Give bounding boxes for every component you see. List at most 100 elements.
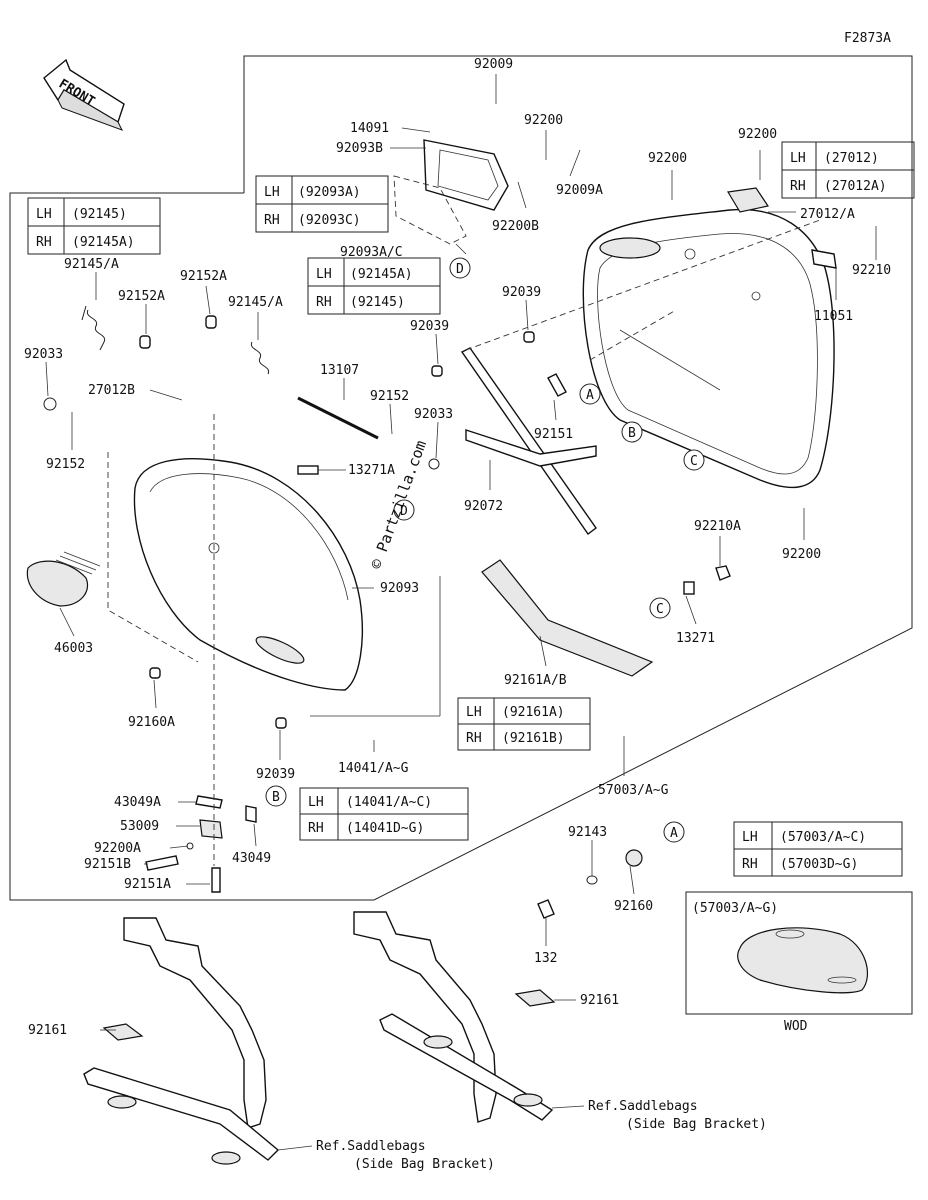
- label-92200A: 92200A: [94, 841, 141, 856]
- svg-text:D: D: [456, 262, 464, 277]
- label-92200-b: 92200: [648, 151, 687, 166]
- inset-caption: WOD: [784, 1019, 808, 1034]
- leader-lines: [45, 74, 877, 1151]
- label-13107: 13107: [320, 363, 359, 378]
- callout-B1: B: [621, 421, 643, 443]
- label-92161-2: 92161: [580, 993, 619, 1008]
- label-92152-2: 92152: [46, 457, 85, 472]
- label-92160A: 92160A: [128, 715, 175, 730]
- label-92200-d: 92200: [782, 547, 821, 562]
- figure-code: F2873A: [844, 31, 891, 46]
- label-27012A: 27012/A: [800, 207, 855, 222]
- label-92210A: 92210A: [694, 519, 741, 534]
- pad-92161AB: [481, 559, 654, 677]
- plate-43049A: [195, 795, 223, 809]
- callout-B2: B: [265, 785, 287, 807]
- label-92039-1: 92039: [502, 285, 541, 300]
- svg-text:(14041/A~C): (14041/A~C): [346, 795, 432, 810]
- rod-13107: [297, 396, 379, 440]
- washer-92143: [586, 875, 598, 885]
- callout-A2: A: [663, 821, 685, 843]
- ref2-line1: Ref.Saddlebags: [588, 1099, 698, 1114]
- label-92009: 92009: [474, 57, 513, 72]
- bolt-92151B: [145, 855, 179, 871]
- label-14091: 14091: [350, 121, 389, 136]
- table-92093: LH (92093A) RH (92093C): [255, 175, 389, 233]
- bolt-92039-2: [523, 331, 535, 343]
- spring-92145-mid-icon: [250, 341, 270, 375]
- plate-43049: [245, 805, 257, 823]
- svg-text:(27012): (27012): [824, 151, 879, 166]
- label-92200-c: 92200: [738, 127, 777, 142]
- saddlebag-shell-right: [582, 208, 835, 489]
- label-92160: 92160: [614, 899, 653, 914]
- label-43049: 43049: [232, 851, 271, 866]
- svg-text:LH: LH: [742, 830, 758, 845]
- svg-text:RH: RH: [742, 857, 758, 872]
- label-92152A-1: 92152A: [118, 289, 165, 304]
- label-92143: 92143: [568, 825, 607, 840]
- svg-text:C: C: [690, 454, 698, 469]
- label-14041: 14041/A~G: [338, 761, 409, 776]
- bracket-53009: [199, 819, 223, 839]
- label-92039-2: 92039: [410, 319, 449, 334]
- svg-text:B: B: [628, 426, 636, 441]
- callout-C1: C: [683, 449, 705, 471]
- label-92033-2: 92033: [414, 407, 453, 422]
- lid-hinge-46003: [26, 551, 101, 607]
- gasket-outline: [393, 175, 467, 245]
- label-57003: 57003/A~G: [598, 783, 669, 798]
- label-92161-1: 92161: [28, 1023, 67, 1038]
- label-92093B: 92093B: [336, 141, 383, 156]
- svg-text:LH: LH: [308, 795, 324, 810]
- label-13271A: 13271A: [348, 463, 395, 478]
- assembly-frame: [9, 55, 913, 901]
- side-bag-bracket-right: [353, 911, 556, 1123]
- table-57003: LH (57003/A~C) RH (57003D~G): [733, 821, 903, 877]
- svg-text:(92145): (92145): [350, 295, 405, 310]
- ref1-line2: (Side Bag Bracket): [354, 1157, 495, 1172]
- side-bag-bracket-left: [83, 917, 280, 1165]
- label-53009: 53009: [120, 819, 159, 834]
- bushing-92160A: [149, 667, 161, 679]
- svg-text:(92145A): (92145A): [350, 267, 413, 282]
- svg-text:RH: RH: [264, 213, 280, 228]
- label-92145A-2: 92145/A: [228, 295, 283, 310]
- svg-text:A: A: [586, 388, 594, 403]
- watermark: © Partzilla.com: [367, 438, 430, 571]
- callout-D2: D: [393, 499, 415, 521]
- bolt-92151A: [211, 867, 221, 893]
- label-11051: 11051: [814, 309, 853, 324]
- svg-text:RH: RH: [308, 821, 324, 836]
- bolt-92151: [547, 373, 567, 397]
- table-92161: LH (92161A) RH (92161B): [457, 697, 591, 751]
- label-92072: 92072: [464, 499, 503, 514]
- svg-text:RH: RH: [36, 235, 52, 250]
- svg-text:LH: LH: [790, 151, 806, 166]
- callout-C2: C: [649, 597, 671, 619]
- svg-text:A: A: [670, 826, 678, 841]
- label-92039-3: 92039: [256, 767, 295, 782]
- table-27012: LH (27012) RH (27012A): [781, 141, 915, 199]
- svg-text:(92093C): (92093C): [298, 213, 361, 228]
- label-92009A: 92009A: [556, 183, 603, 198]
- label-92033-1: 92033: [24, 347, 63, 362]
- svg-text:RH: RH: [466, 731, 482, 746]
- label-92151B: 92151B: [84, 857, 131, 872]
- svg-text:RH: RH: [316, 295, 332, 310]
- grommet-92160: [625, 849, 643, 867]
- label-92152-1: 92152: [370, 389, 409, 404]
- svg-text:D: D: [400, 504, 408, 519]
- svg-text:(92145A): (92145A): [72, 235, 135, 250]
- svg-text:(92161A): (92161A): [502, 705, 565, 720]
- label-92151: 92151: [534, 427, 573, 442]
- svg-text:B: B: [272, 790, 280, 805]
- bolt-92039-1: [431, 365, 443, 377]
- svg-text:RH: RH: [790, 179, 806, 194]
- table-14041: LH (14041/A~C) RH (14041D~G): [299, 787, 469, 841]
- ref2-line2: (Side Bag Bracket): [626, 1117, 767, 1132]
- svg-text:LH: LH: [466, 705, 482, 720]
- label-46003: 46003: [54, 641, 93, 656]
- label-13271: 13271: [676, 631, 715, 646]
- label-92200-a: 92200: [524, 113, 563, 128]
